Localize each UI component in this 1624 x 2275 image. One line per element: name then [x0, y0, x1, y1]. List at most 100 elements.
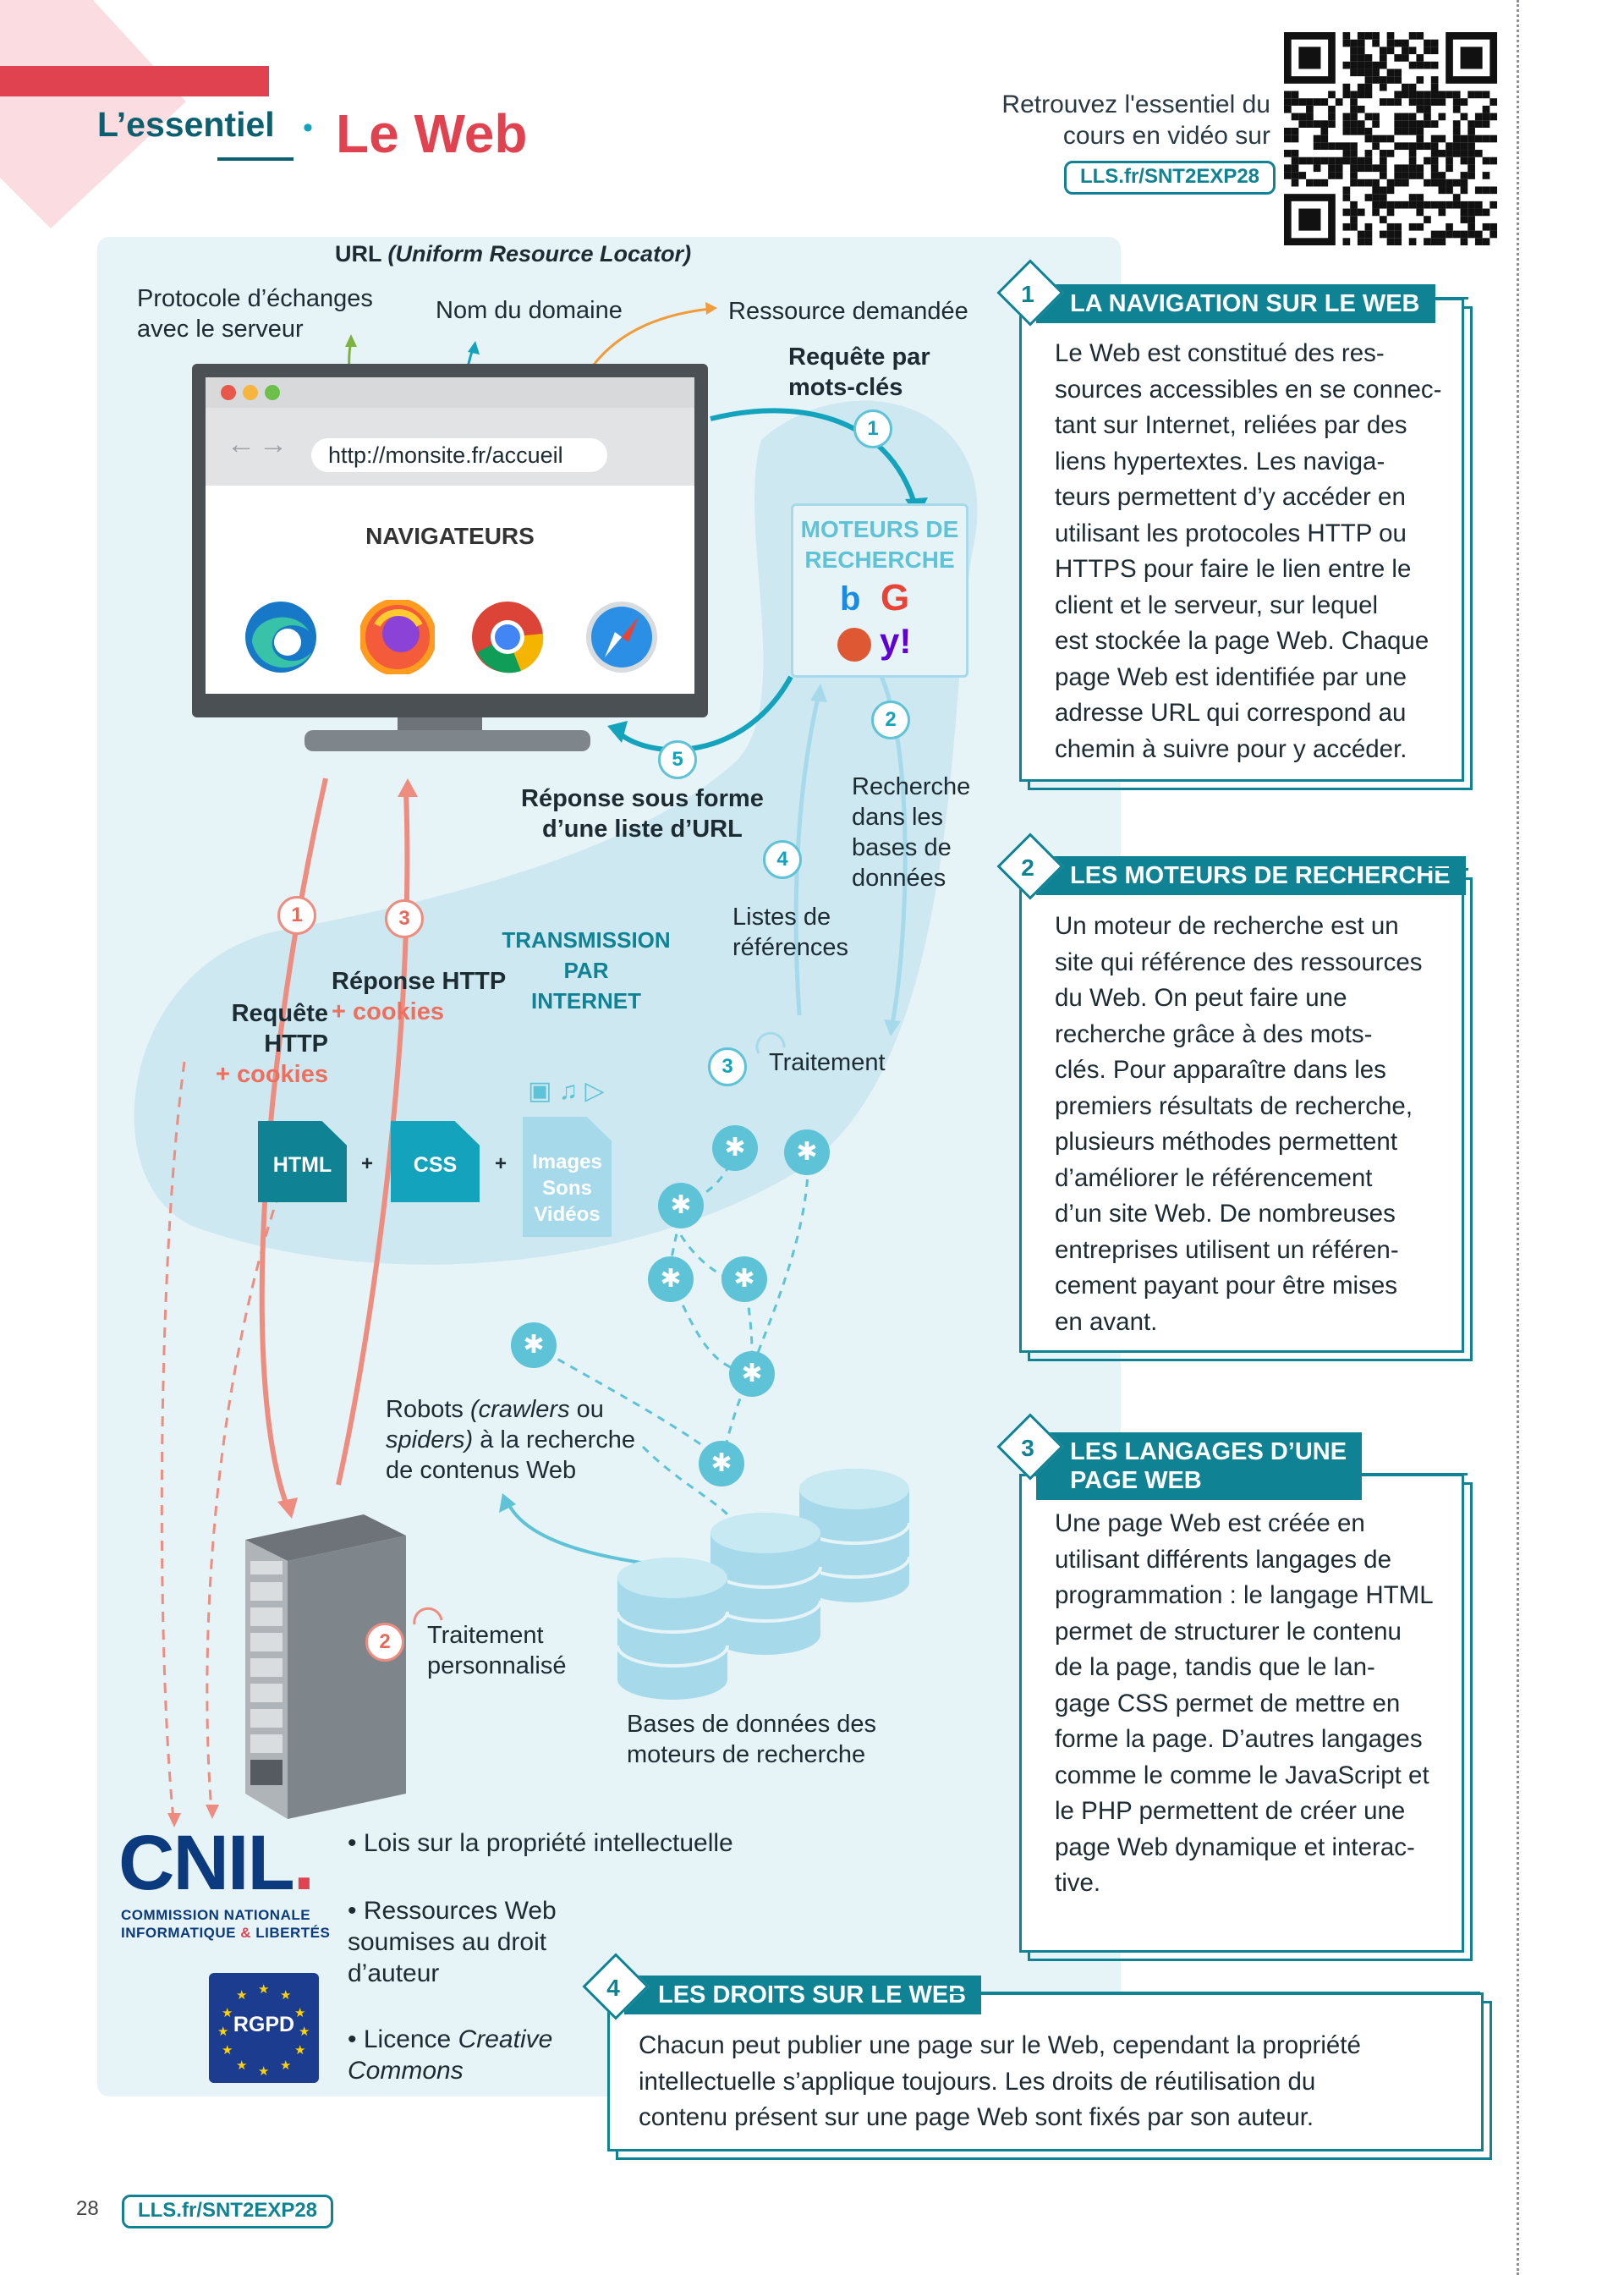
duckduckgo-icon — [837, 628, 871, 662]
edge-icon — [245, 602, 316, 673]
header-underline — [217, 157, 294, 161]
box-1-text: Le Web est constitué des res-sources acc… — [1055, 339, 1442, 763]
box-1-header-line — [1421, 297, 1468, 299]
processing-label: Traitement — [769, 1049, 886, 1076]
address-bar[interactable]: http://monsite.fr/accueil — [311, 438, 607, 472]
header-separator: • — [303, 112, 313, 144]
step-1-search: 1 — [853, 409, 892, 448]
rights-bullet-3: • Licence Creative Commons — [348, 2025, 553, 2085]
close-dot[interactable] — [221, 385, 236, 400]
css-file-icon — [391, 1121, 480, 1202]
box-4-text: Chacun peut publier une page sur le Web,… — [639, 2031, 1361, 2131]
media-file-icon — [523, 1117, 612, 1237]
html-label: HTML — [272, 1153, 332, 1177]
forward-arrow-icon[interactable]: → — [259, 428, 288, 460]
step-2-search: 2 — [871, 701, 910, 739]
footer-link[interactable]: LLS.fr/SNT2EXP28 — [122, 2195, 333, 2228]
step-2-http: 2 — [365, 1623, 404, 1662]
rights-bullet-2: • Ressources Web soumises au droit d’aut… — [348, 1897, 557, 1987]
page-number: 28 — [76, 2197, 99, 2220]
box-1 — [1019, 298, 1464, 782]
box-3-number: 3 — [1021, 1435, 1034, 1461]
video-text-line2: cours en vidéo sur — [1062, 122, 1270, 150]
corner-decoration — [0, 0, 186, 228]
rights-bullet-1: • Lois sur la propriété intellectuelle — [348, 1829, 733, 1857]
robot-icon: ✱ — [658, 1183, 704, 1228]
http-response-label: Réponse HTTP + cookies — [332, 968, 507, 1025]
cnil-logo: CNIL. — [118, 1820, 315, 1906]
header-essentiel: L’essentiel — [97, 105, 275, 144]
box-2-header-line — [1428, 868, 1468, 871]
robot-icon: ✱ — [699, 1441, 744, 1486]
cnil-subtitle: COMMISSION NATIONALE INFORMATIQUE & LIBE… — [121, 1907, 331, 1941]
box-3-header-line — [1332, 1473, 1468, 1475]
video-link[interactable]: LLS.fr/SNT2EXP28 — [1064, 161, 1276, 195]
robot-icon: ✱ — [784, 1129, 830, 1175]
plus-sign-1: + — [361, 1152, 374, 1175]
header-red-bar — [0, 66, 269, 96]
plus-sign-2: + — [495, 1152, 508, 1175]
rgpd-badge: ★★ ★★ ★★ ★★ ★★ ★★ RGPD — [209, 1973, 319, 2083]
video-text-line1: Retrouvez l'essentiel du — [1001, 91, 1270, 118]
html-file-icon — [258, 1121, 347, 1202]
box-2 — [1019, 869, 1464, 1353]
safari-icon — [586, 602, 657, 673]
browsers-title: NAVIGATEURS — [365, 523, 535, 549]
box-2-header: LES MOTEURS DE RECHERCHE — [1036, 856, 1466, 895]
browser-toolbar: ← → http://monsite.fr/accueil — [206, 408, 694, 486]
google-icon: G — [881, 577, 910, 618]
robots-label: Robots (crawlers ou spiders) à la recher… — [386, 1396, 635, 1484]
css-label: CSS — [413, 1153, 458, 1177]
robot-icon: ✱ — [712, 1125, 758, 1171]
minimize-dot[interactable] — [243, 385, 258, 400]
bing-icon: b — [840, 580, 861, 618]
robot-icon: ✱ — [729, 1351, 775, 1397]
http-request-label: Requête HTTP + cookies — [216, 1000, 328, 1088]
media-icons: ▣ ♫ ▷ — [528, 1077, 605, 1105]
maximize-dot[interactable] — [265, 385, 280, 400]
chrome-icon — [472, 602, 544, 673]
firefox-icon — [360, 600, 435, 674]
url-label: URL (Uniform Resource Locator) — [335, 241, 692, 267]
step-4-search: 4 — [763, 840, 802, 879]
back-arrow-icon[interactable]: ← — [227, 428, 255, 460]
box-4-number: 4 — [606, 1975, 620, 2001]
box-4-header: LES DROITS SUR LE WEB — [624, 1976, 982, 2014]
step-3-search: 3 — [708, 1047, 747, 1086]
rgpd-label: RGPD — [233, 2013, 295, 2036]
browser-screen: ← → http://monsite.fr/accueil NAVIGATEUR… — [206, 377, 694, 694]
domain-label: Nom du domaine — [436, 297, 623, 324]
robot-icon: ✱ — [511, 1322, 557, 1368]
resource-label: Ressource demandée — [728, 298, 968, 325]
step-5-search: 5 — [658, 740, 697, 779]
box-2-number: 2 — [1021, 854, 1034, 881]
browser-monitor: ← → http://monsite.fr/accueil NAVIGATEUR… — [192, 364, 708, 717]
page-title: Le Web — [336, 103, 528, 164]
box-1-number: 1 — [1021, 281, 1034, 307]
robot-icon: ✱ — [648, 1256, 694, 1302]
robot-icon: ✱ — [721, 1256, 767, 1302]
box-4-header-line — [947, 1992, 1480, 1994]
qr-code[interactable] — [1284, 32, 1497, 245]
step-1-http: 1 — [277, 896, 316, 935]
box-1-header: LA NAVIGATION SUR LE WEB — [1036, 284, 1435, 323]
box-4 — [607, 1992, 1484, 2151]
eu-stars: ★★ ★★ ★★ ★★ ★★ ★★ — [217, 1982, 310, 2079]
yahoo-icon: y! — [880, 621, 912, 661]
step-3-http: 3 — [385, 899, 424, 938]
dotted-margin-line — [1517, 0, 1519, 2275]
browser-topbar — [206, 377, 694, 408]
